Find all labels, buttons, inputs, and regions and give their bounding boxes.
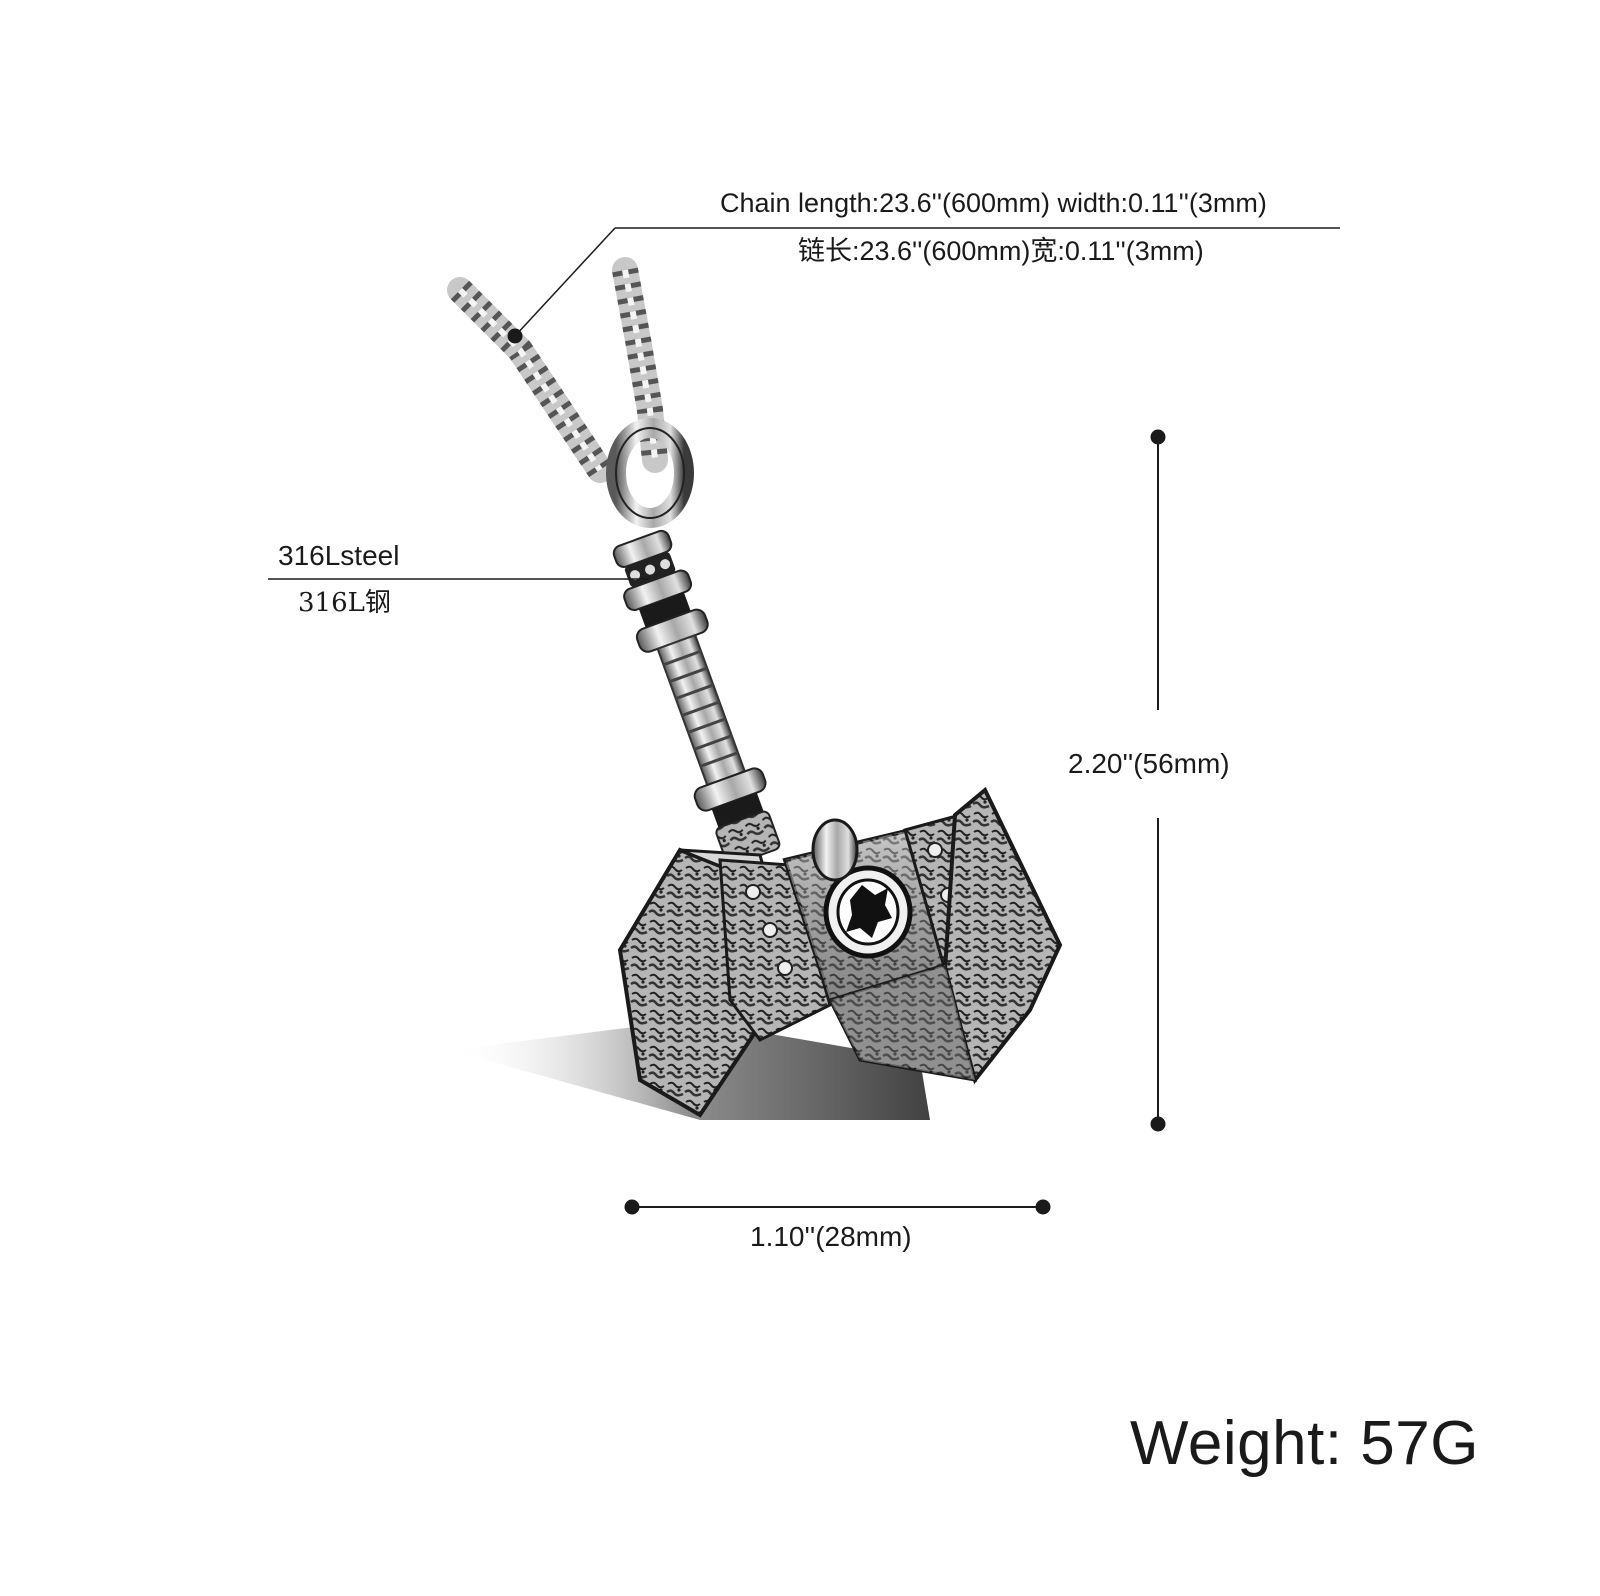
chain-spec-english: Chain length:23.6''(600mm) width:0.11''(… bbox=[720, 188, 1267, 218]
hammer-head bbox=[617, 786, 1063, 1118]
height-label: 2.20''(56mm) bbox=[1068, 748, 1230, 779]
weight-label: Weight: 57G bbox=[1130, 1409, 1479, 1478]
chain-spec-chinese: 链长:23.6''(600mm)宽:0.11''(3mm) bbox=[798, 236, 1204, 266]
chain-leader-line bbox=[507, 227, 1340, 344]
emblem-icon bbox=[823, 865, 913, 959]
material-label-english: 316Lsteel bbox=[278, 540, 400, 571]
hammer-handle bbox=[612, 529, 781, 867]
bail bbox=[606, 418, 694, 528]
material-label-chinese: 316L钢 bbox=[298, 588, 391, 618]
height-dimension-line bbox=[1150, 429, 1166, 1132]
width-label: 1.10''(28mm) bbox=[750, 1221, 912, 1252]
width-dimension-line bbox=[624, 1199, 1051, 1215]
